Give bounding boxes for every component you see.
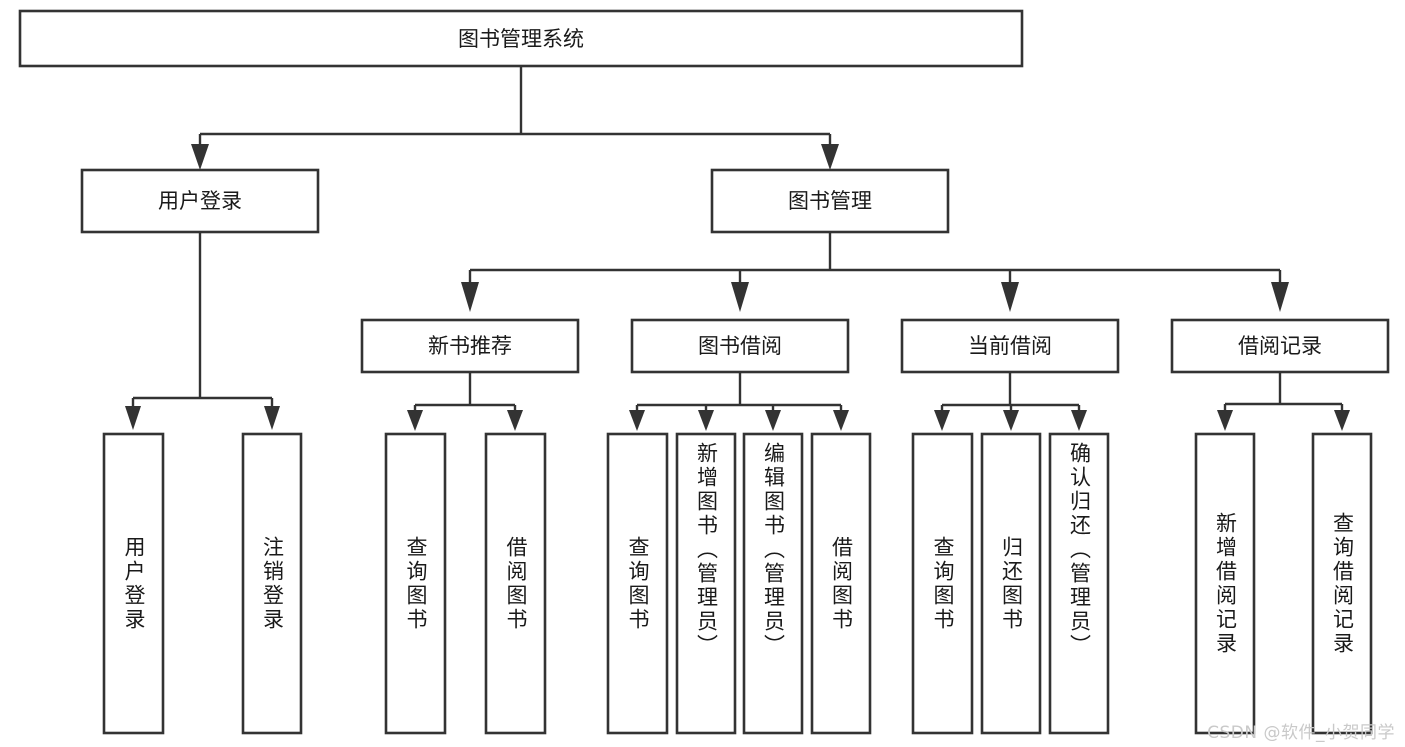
- node-new-book-recommend-label: 新书推荐: [428, 334, 512, 358]
- leaf-box-edit-book-admin[interactable]: [742, 432, 804, 735]
- connector-group: [125, 66, 1350, 431]
- leaf-box-query-book[interactable]: [606, 432, 669, 735]
- node-root-label: 图书管理系统: [458, 27, 584, 51]
- arrow-head-user-login: [191, 144, 209, 170]
- arrow-head-leaf-query-book-cur: [934, 410, 950, 431]
- leaf-box-return-book[interactable]: [980, 432, 1042, 735]
- leaf-box-borrow-book-rec[interactable]: [484, 432, 547, 735]
- leaf-box-confirm-return-admin[interactable]: [1048, 432, 1110, 735]
- leaf-box-borrow-book[interactable]: [810, 432, 872, 735]
- arrow-head-leaf-add-borrow-record: [1217, 410, 1233, 431]
- arrow-head-leaf-user-login: [125, 406, 141, 430]
- leaf-box-logout[interactable]: [241, 432, 303, 735]
- node-new-book-recommend[interactable]: 新书推荐: [360, 318, 580, 374]
- csdn-watermark: CSDN @软件_小贺同学: [1207, 723, 1395, 743]
- arrow-head-leaf-query-borrow-record: [1334, 410, 1350, 431]
- node-user-login-box[interactable]: [80, 168, 320, 234]
- node-borrow-record-box[interactable]: [1170, 318, 1390, 374]
- arrow-head-leaf-query-book-rec: [407, 410, 423, 431]
- arrow-head-leaf-return-book: [1003, 410, 1019, 431]
- node-current-borrow[interactable]: 当前借阅: [900, 318, 1120, 374]
- node-root[interactable]: 图书管理系统: [18, 9, 1024, 68]
- node-new-book-recommend-box[interactable]: [360, 318, 580, 374]
- arrow-head-leaf-borrow-book: [833, 410, 849, 431]
- leaf-box-query-book-rec[interactable]: [384, 432, 447, 735]
- node-book-borrow[interactable]: 图书借阅: [630, 318, 850, 374]
- node-borrow-record[interactable]: 借阅记录: [1170, 318, 1390, 374]
- arrow-head-leaf-logout: [264, 406, 280, 430]
- node-book-manage[interactable]: 图书管理: [710, 168, 950, 234]
- node-borrow-record-label: 借阅记录: [1238, 334, 1322, 358]
- arrow-head-leaf-borrow-book-rec: [507, 410, 523, 431]
- arrow-head-book-manage: [821, 144, 839, 170]
- node-book-manage-label: 图书管理: [788, 189, 872, 213]
- arrow-head-current-borrow: [1001, 282, 1019, 312]
- node-root-box[interactable]: [18, 9, 1024, 68]
- arrow-head-leaf-query-book: [629, 410, 645, 431]
- node-current-borrow-box[interactable]: [900, 318, 1120, 374]
- leaf-box-add-book-admin[interactable]: [675, 432, 737, 735]
- leaf-box-user-login[interactable]: [102, 432, 165, 735]
- node-current-borrow-label: 当前借阅: [968, 334, 1052, 358]
- node-book-borrow-label: 图书借阅: [698, 334, 782, 358]
- node-user-login-label: 用户登录: [158, 189, 242, 213]
- arrow-head-leaf-add-book-admin: [698, 410, 714, 431]
- arrow-head-leaf-confirm-return-admin: [1071, 410, 1087, 431]
- node-book-borrow-box[interactable]: [630, 318, 850, 374]
- leaf-box-query-book-cur[interactable]: [911, 432, 974, 735]
- node-book-manage-box[interactable]: [710, 168, 950, 234]
- leaf-box-add-borrow-record[interactable]: [1194, 432, 1256, 735]
- arrow-head-borrow-record: [1271, 282, 1289, 312]
- arrow-head-leaf-edit-book-admin: [765, 410, 781, 431]
- node-user-login[interactable]: 用户登录: [80, 168, 320, 234]
- leaf-box-query-borrow-record[interactable]: [1311, 432, 1373, 735]
- arrow-head-new-book-recommend: [461, 282, 479, 312]
- arrow-head-book-borrow: [731, 282, 749, 312]
- leaf-box-group: [102, 432, 1373, 735]
